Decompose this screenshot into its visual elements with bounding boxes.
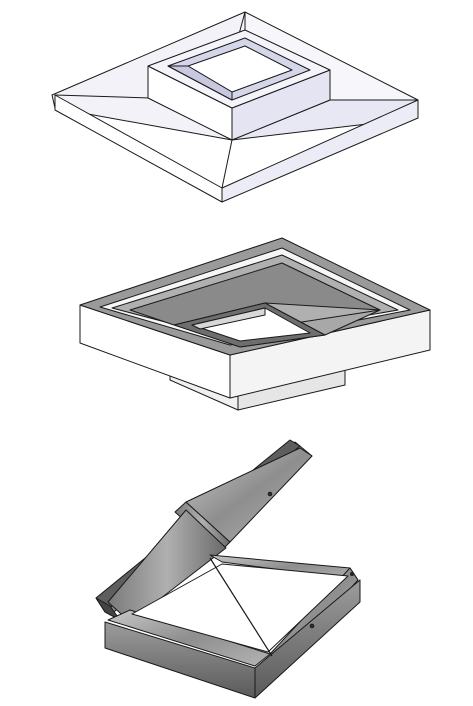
hinged-hatch-drawing — [95, 439, 361, 699]
curb-frame-drawing — [79, 237, 431, 411]
liner-back-slope — [129, 262, 381, 326]
lid-end-top — [185, 447, 313, 543]
curb-flashing-figure — [0, 0, 473, 215]
rivet-icon — [309, 623, 315, 629]
fold-line-front — [221, 139, 233, 189]
rivet-icon — [350, 572, 354, 576]
collar-inner-wall — [167, 65, 233, 101]
frame-opening — [131, 563, 349, 653]
rivet-icon — [267, 491, 273, 497]
curb-flashing-drawing — [51, 11, 419, 203]
fold-line-left — [54, 94, 151, 99]
support-strut — [209, 557, 273, 657]
frame-right-wall — [254, 579, 361, 699]
frame-left-rail — [107, 609, 271, 667]
liner-opening-inner-wall — [191, 307, 266, 330]
curb-frame-figure — [0, 215, 473, 430]
hinged-hatch-figure — [0, 430, 473, 706]
flange-front-right-edge — [221, 99, 419, 203]
